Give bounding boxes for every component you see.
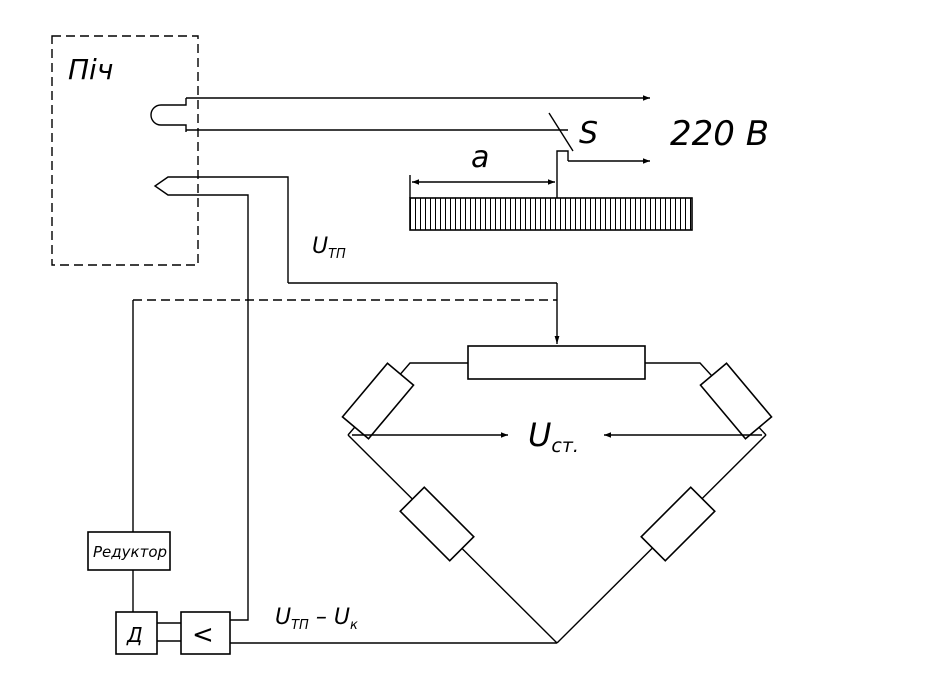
reducer-box bbox=[87, 531, 171, 571]
scale-bar bbox=[409, 197, 693, 231]
heater-element bbox=[150, 98, 187, 132]
furnace-label: Піч bbox=[68, 53, 113, 86]
switch-contact bbox=[556, 150, 569, 170]
distance-label: a bbox=[471, 140, 489, 175]
motor-box bbox=[115, 611, 158, 655]
thermocouple-voltage-label: UТП bbox=[312, 234, 346, 262]
reducer: Редуктор bbox=[87, 531, 171, 612]
measuring-bridge: Uст. bbox=[341, 345, 773, 644]
motor: Д bbox=[115, 611, 181, 655]
heater-circuit: S 220 В bbox=[150, 95, 769, 170]
furnace: Піч bbox=[51, 35, 199, 266]
thermocouple: UТП bbox=[153, 176, 560, 621]
resistor-lower-left bbox=[399, 486, 475, 562]
amplifier-box bbox=[180, 611, 231, 655]
resistor-upper-left bbox=[341, 362, 415, 440]
position-scale: a bbox=[409, 140, 693, 231]
supply-voltage-label: 220 В bbox=[670, 114, 769, 154]
slide-wire-resistor bbox=[467, 345, 646, 380]
thermocouple-junction bbox=[153, 176, 289, 621]
bridge-voltage-label: Uст. bbox=[528, 416, 579, 457]
switch-blade bbox=[548, 112, 574, 152]
furnace-boundary bbox=[51, 35, 199, 266]
mechanical-link bbox=[132, 299, 557, 532]
reducer-label: Редуктор bbox=[93, 543, 167, 561]
resistor-lower-right bbox=[640, 486, 716, 562]
difference-voltage-label: UТП – Uк bbox=[275, 605, 358, 633]
resistor-upper-right bbox=[699, 362, 773, 440]
amplifier-label: < bbox=[192, 620, 214, 650]
amplifier: < UТП – Uк bbox=[180, 605, 557, 655]
motor-label: Д bbox=[126, 623, 143, 647]
switch-label: S bbox=[579, 116, 598, 151]
